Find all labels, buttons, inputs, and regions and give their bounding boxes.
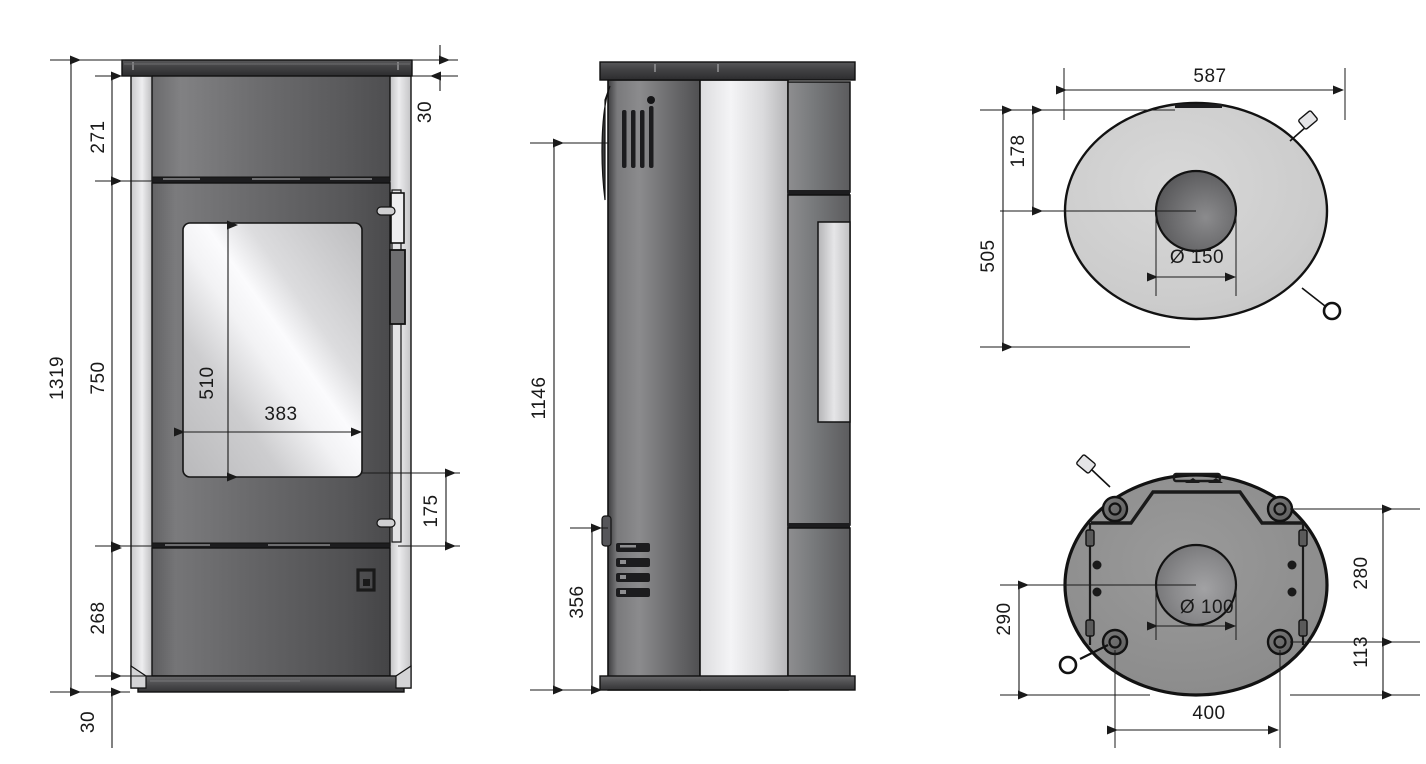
front-upper-hinge — [390, 192, 405, 244]
dim-label-383: 383 — [264, 404, 297, 425]
dim-label-150: Ø 150 — [1170, 247, 1224, 268]
bottom-plan-view: 290 280 113 400 — [994, 454, 1420, 748]
side-front-upper-block — [787, 81, 851, 193]
side-glass-edge — [817, 221, 851, 423]
dim-foot-to-edge-113: 113 — [1290, 636, 1420, 700]
bottom-handle-upper — [1076, 454, 1111, 488]
front-upper-seam — [151, 176, 391, 184]
dim-handle-offset-175: 175 — [362, 468, 460, 551]
front-base-panel — [151, 547, 391, 677]
front-top-plate — [121, 59, 413, 77]
dim-label-750: 750 — [88, 361, 109, 394]
front-left-side-strip — [130, 75, 154, 689]
bottom-handle-lower — [1058, 644, 1109, 675]
front-elevation-view: 1319 271 750 268 — [47, 45, 460, 748]
front-hinge-barrel — [389, 249, 406, 325]
dim-label-113: 113 — [1351, 636, 1372, 668]
dim-door-section-750: 750 — [88, 176, 152, 551]
dim-label-178: 178 — [1008, 134, 1029, 167]
dim-label-510: 510 — [197, 366, 218, 399]
dim-label-587: 587 — [1193, 66, 1226, 87]
front-lower-handle-knob — [376, 518, 396, 528]
bottom-right-hardware — [1287, 523, 1308, 645]
front-glass-pane — [182, 222, 363, 478]
front-plinth — [137, 675, 405, 693]
top-rear-tab — [1175, 104, 1222, 108]
front-door-handle-bar — [391, 189, 402, 543]
dim-glass-width-383: 383 — [174, 404, 362, 437]
front-upper-handle-knob — [376, 206, 396, 216]
dim-plinth-30: 30 — [78, 687, 122, 748]
top-handle-lower — [1301, 287, 1342, 321]
top-handle-upper — [1289, 110, 1318, 142]
side-base-plate — [599, 675, 856, 691]
side-air-control-tab — [601, 515, 612, 547]
dim-label-505: 505 — [978, 239, 999, 272]
side-screw-dot — [647, 96, 655, 104]
dim-foot-spacing-400: 400 — [1107, 650, 1281, 748]
dim-label-280: 280 — [1351, 556, 1372, 589]
dim-label-1146: 1146 — [529, 377, 550, 420]
dim-label-1319: 1319 — [47, 356, 68, 400]
side-upper-vent-slots — [622, 106, 654, 168]
side-lower-vent-slots — [616, 543, 650, 597]
dim-label-268: 268 — [88, 601, 109, 634]
plinth-left-corner — [130, 664, 147, 689]
dim-label-30-plinth: 30 — [78, 711, 99, 733]
bottom-left-hardware — [1085, 523, 1102, 645]
bottom-inner-plate-outline — [1091, 490, 1302, 525]
plinth-right-corner — [395, 664, 412, 689]
dim-rear-foot-offset-280: 280 — [1290, 504, 1420, 647]
dim-flue-diameter-150: Ø 150 — [1147, 211, 1237, 296]
dim-label-175: 175 — [421, 494, 442, 527]
side-elevation-view: 1146 356 — [529, 61, 856, 695]
side-front-seam-upper — [788, 190, 850, 195]
front-upper-body-panel — [151, 69, 391, 181]
bottom-foot-front-left — [1101, 628, 1129, 656]
dim-label-356: 356 — [567, 585, 588, 618]
dim-label-400: 400 — [1192, 703, 1225, 724]
ash-door-latch-icon — [356, 568, 376, 592]
bottom-foot-rear-left — [1101, 495, 1129, 523]
dim-overall-width-587: 587 — [1056, 66, 1346, 120]
dim-label-100: Ø 100 — [1180, 597, 1234, 618]
side-rear-body — [607, 79, 701, 691]
dim-top-section-271: 271 — [88, 71, 152, 186]
dim-air-control-356: 356 — [567, 523, 608, 695]
side-front-lower-block — [787, 527, 851, 677]
dim-label-30-top: 30 — [415, 101, 436, 123]
side-rear-lip — [601, 85, 611, 201]
bottom-foot-rear-right — [1266, 495, 1294, 523]
side-top-plate — [599, 61, 856, 81]
dim-front-foot-offset-290: 290 — [994, 580, 1196, 700]
top-plan-view: 587 178 505 Ø 150 — [978, 66, 1346, 352]
dim-label-271: 271 — [88, 120, 109, 153]
side-mid-panel — [699, 79, 789, 691]
dim-overall-depth-505: 505 — [978, 105, 1190, 352]
bottom-rear-clip — [1172, 472, 1222, 483]
dim-label-290: 290 — [994, 602, 1015, 635]
dim-top-plate-30: 30 — [412, 45, 458, 123]
side-front-seam-lower — [788, 523, 850, 528]
dim-air-inlet-diameter-100: Ø 100 — [1147, 585, 1237, 640]
dim-base-section-268: 268 — [88, 543, 152, 681]
dim-overall-height-1319: 1319 — [47, 55, 130, 697]
